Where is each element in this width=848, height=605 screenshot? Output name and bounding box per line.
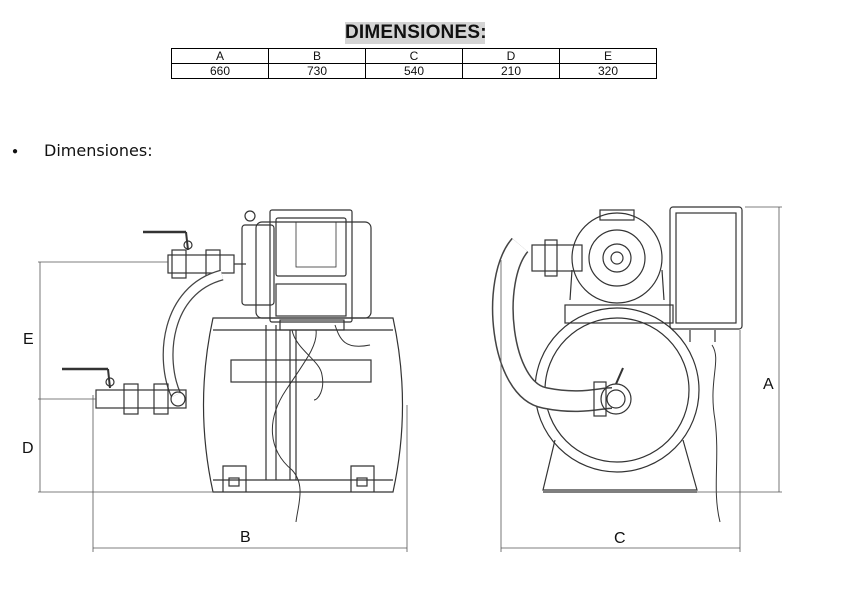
label-b: B: [240, 529, 251, 546]
front-view: [62, 209, 404, 523]
value-cell-e: 320: [559, 63, 657, 79]
side-base: [542, 439, 698, 491]
upper-valve-fitting: [167, 254, 235, 274]
power-cable: [272, 329, 317, 523]
front-dimension-lines: [38, 261, 408, 552]
side-dimension-lines: [500, 206, 782, 552]
tank-body: [202, 317, 404, 493]
motor-housing: [241, 224, 275, 306]
page-title: DIMENSIONES:: [345, 22, 487, 44]
value-cell-b: 730: [268, 63, 366, 79]
label-d: D: [22, 440, 34, 457]
dimensions-table: A B C D E 660 730 540 210 320: [171, 48, 657, 79]
value-cell-c: 540: [365, 63, 463, 79]
value-cell-a: 660: [171, 63, 269, 79]
tank-foot-right: [350, 465, 375, 492]
label-e: E: [23, 331, 34, 348]
motor-side-circle: [571, 212, 663, 304]
value-cell-d: 210: [462, 63, 560, 79]
bullet-icon: ●: [12, 146, 19, 157]
label-c: C: [614, 530, 626, 547]
tank-foot-left: [222, 465, 247, 492]
control-box: [269, 209, 353, 323]
section-heading: Dimensiones:: [44, 141, 153, 160]
side-view: [491, 206, 743, 523]
label-a: A: [763, 376, 774, 393]
table-value-row: 660 730 540 210 320: [171, 63, 657, 79]
control-box-side: [669, 206, 743, 330]
power-cable-side: [711, 344, 721, 523]
tank-band: [230, 359, 372, 383]
